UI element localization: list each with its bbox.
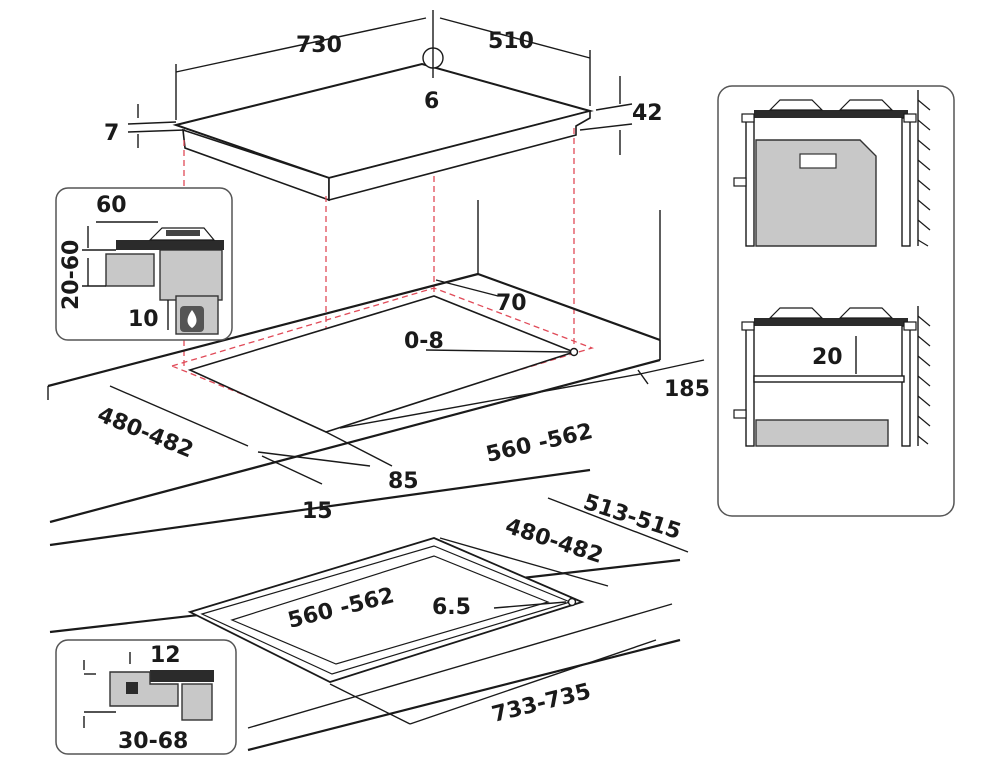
corner-radius-marker xyxy=(569,347,579,357)
body-height-label: 42 xyxy=(632,101,663,126)
inset-height-label: 20-60 xyxy=(59,240,84,310)
inset-cabinet-section xyxy=(717,85,955,517)
cutout-dimensions xyxy=(109,279,705,485)
worktop-cutout xyxy=(47,200,661,524)
flush-outer-depth-label: 513-515 xyxy=(580,490,684,545)
hob-depth-label: 510 xyxy=(488,29,534,54)
inset-gap-top-label: 60 xyxy=(96,193,127,218)
rebate-depth-label: 12 xyxy=(150,643,181,668)
worktop-thickness-label: 30-68 xyxy=(118,729,188,754)
worktop-flush xyxy=(49,468,689,752)
inset-gap-bottom-label: 10 xyxy=(128,307,159,332)
hob-width-label: 730 xyxy=(296,33,342,58)
front-clearance-label: 85 xyxy=(388,469,419,494)
flush-corner-marker xyxy=(567,597,577,607)
corner-radius-label: 0-8 xyxy=(404,329,444,354)
hob-dimensions xyxy=(127,17,633,155)
edge-offset-label: 15 xyxy=(302,499,333,524)
cabinet-gap-label: 20 xyxy=(812,345,843,370)
knob-height-label: 6 xyxy=(424,89,439,114)
inset-side-section xyxy=(55,187,233,341)
flush-outer-width-label: 733-735 xyxy=(489,679,593,728)
flush-corner-radius-label: 6.5 xyxy=(432,595,471,620)
inset-rebate-section xyxy=(55,639,237,755)
side-clearance-label: 185 xyxy=(664,377,710,402)
cutout-width-label: 560 -562 xyxy=(484,419,595,468)
gas-flame-icon xyxy=(180,306,204,332)
glass-thickness-label: 7 xyxy=(104,121,119,146)
hob-unit xyxy=(172,10,594,202)
cutout-depth-label: 480-482 xyxy=(94,402,197,463)
back-clearance-label: 70 xyxy=(496,291,527,316)
